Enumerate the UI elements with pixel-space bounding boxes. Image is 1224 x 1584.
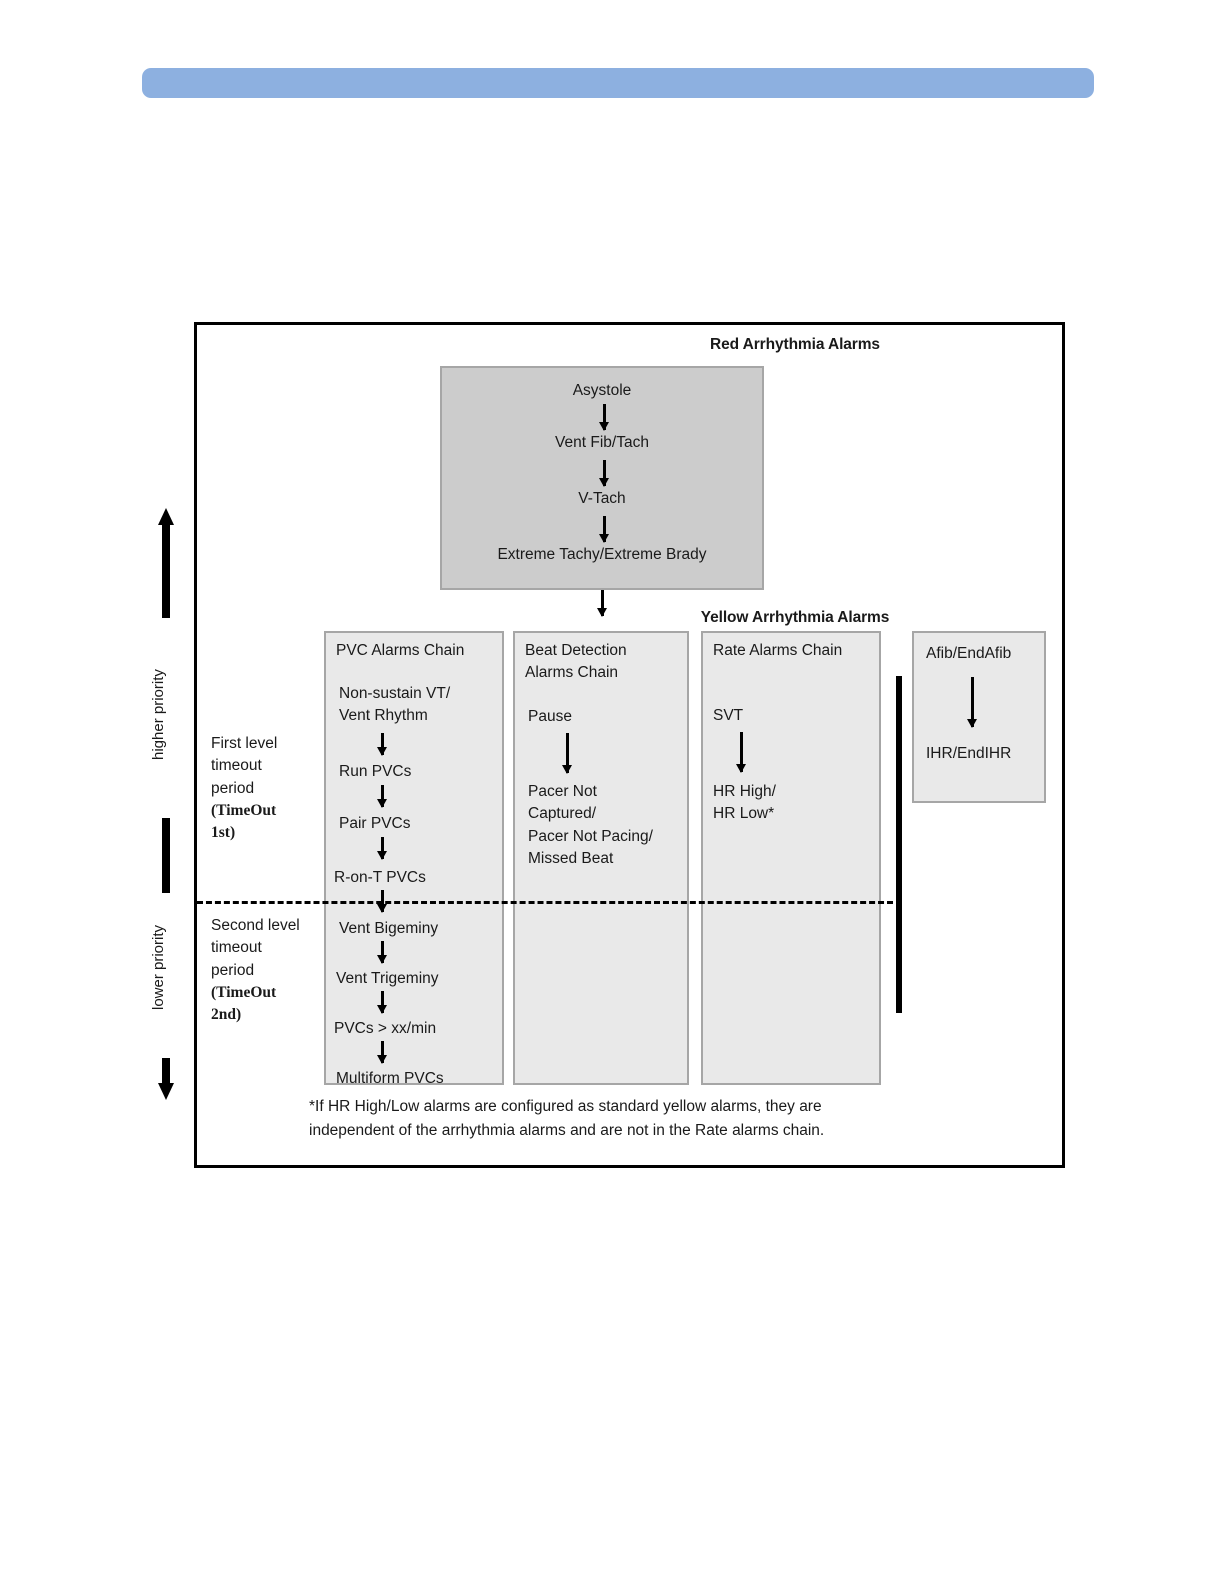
- beat-node-pause: Pause: [528, 708, 572, 725]
- second-level-timeout-label: Second level timeout period (TimeOut 2nd…: [211, 915, 326, 1027]
- arrow-gap-lower: [158, 893, 174, 1058]
- second-timeout-line2: timeout: [211, 939, 262, 957]
- red-chain-node-extreme-tachy-brady: Extreme Tachy/Extreme Brady: [497, 546, 707, 563]
- pvc-node-non-sustain-vt: Non-sustain VT/ Vent Rhythm: [339, 685, 451, 725]
- priority-double-arrow-icon: [158, 508, 174, 1100]
- rate-alarms-chain-box: Rate Alarms Chain SVT HR High/ HR Low*: [701, 631, 881, 1085]
- rate-chain-title: Rate Alarms Chain: [713, 642, 843, 659]
- second-timeout-line1: Second level: [211, 917, 300, 934]
- red-alarms-heading: Red Arrhythmia Alarms: [710, 336, 880, 353]
- pvc-node-pvcs-per-min: PVCs > xx/min: [334, 1020, 437, 1037]
- first-timeout-line2: timeout: [211, 757, 262, 775]
- rate-node-hr-high-low: HR High/ HR Low*: [713, 783, 776, 823]
- arrow-head-down-icon: [158, 1083, 174, 1100]
- first-timeout-bold1: (TimeOut: [211, 801, 277, 819]
- pvc-node-multiform-pvcs: Multiform PVCs: [336, 1070, 444, 1087]
- pvc-alarms-chain-box: PVC Alarms Chain Non-sustain VT/ Vent Rh…: [324, 631, 504, 1087]
- pvc-chain-title: PVC Alarms Chain: [336, 642, 465, 659]
- footnote-text: *If HR High/Low alarms are configured as…: [309, 1098, 825, 1139]
- pvc-node-pair-pvcs: Pair PVCs: [339, 815, 411, 832]
- first-timeout-bold2: 1st): [211, 824, 236, 842]
- pvc-node-vent-trigeminy: Vent Trigeminy: [336, 970, 439, 987]
- first-timeout-line1: First level: [211, 735, 278, 752]
- beat-chain-title: Beat Detection Alarms Chain: [525, 642, 627, 682]
- lower-priority-label: lower priority: [150, 924, 167, 1010]
- afib-node-afib-endafib: Afib/EndAfib: [926, 645, 1012, 662]
- pvc-node-r-on-t-pvcs: R-on-T PVCs: [334, 869, 426, 886]
- diagram-frame: Red Arrhythmia Alarms Asystole Vent Fib/…: [194, 322, 1065, 1168]
- second-timeout-line3: period: [211, 961, 255, 979]
- pvc-node-run-pvcs: Run PVCs: [339, 763, 412, 780]
- rate-node-svt: SVT: [713, 707, 744, 724]
- beat-detection-alarms-chain-box: Beat Detection Alarms Chain Pause Pacer …: [513, 631, 689, 1085]
- afib-scope-bar: [896, 676, 902, 1013]
- second-timeout-bold1: (TimeOut: [211, 983, 277, 1001]
- second-timeout-bold2: 2nd): [211, 1006, 242, 1024]
- red-chain-node-asystole: Asystole: [572, 382, 632, 399]
- red-alarms-box: Asystole Vent Fib/Tach V-Tach Extreme Ta…: [440, 366, 764, 590]
- pvc-node-vent-bigeminy: Vent Bigeminy: [339, 920, 439, 937]
- higher-priority-label: higher priority: [150, 669, 167, 760]
- first-level-timeout-label: First level timeout period (TimeOut 1st): [211, 733, 326, 845]
- top-banner: [142, 68, 1094, 98]
- arrow-head-up-icon: [158, 508, 174, 525]
- afib-node-ihr-endihr: IHR/EndIHR: [926, 745, 1012, 762]
- red-chain-node-vent-fib-tach: Vent Fib/Tach: [555, 434, 649, 451]
- beat-node-pacer-missed-beat: Pacer Not Captured/ Pacer Not Pacing/ Mi…: [528, 783, 653, 868]
- timeout-level-divider: [197, 901, 893, 904]
- yellow-alarms-heading: Yellow Arrhythmia Alarms: [700, 609, 890, 626]
- arrow-gap-upper: [158, 618, 174, 818]
- afib-ihr-box: Afib/EndAfib IHR/EndIHR: [912, 631, 1046, 803]
- first-timeout-line3: period: [211, 779, 255, 797]
- red-chain-node-v-tach: V-Tach: [578, 490, 626, 507]
